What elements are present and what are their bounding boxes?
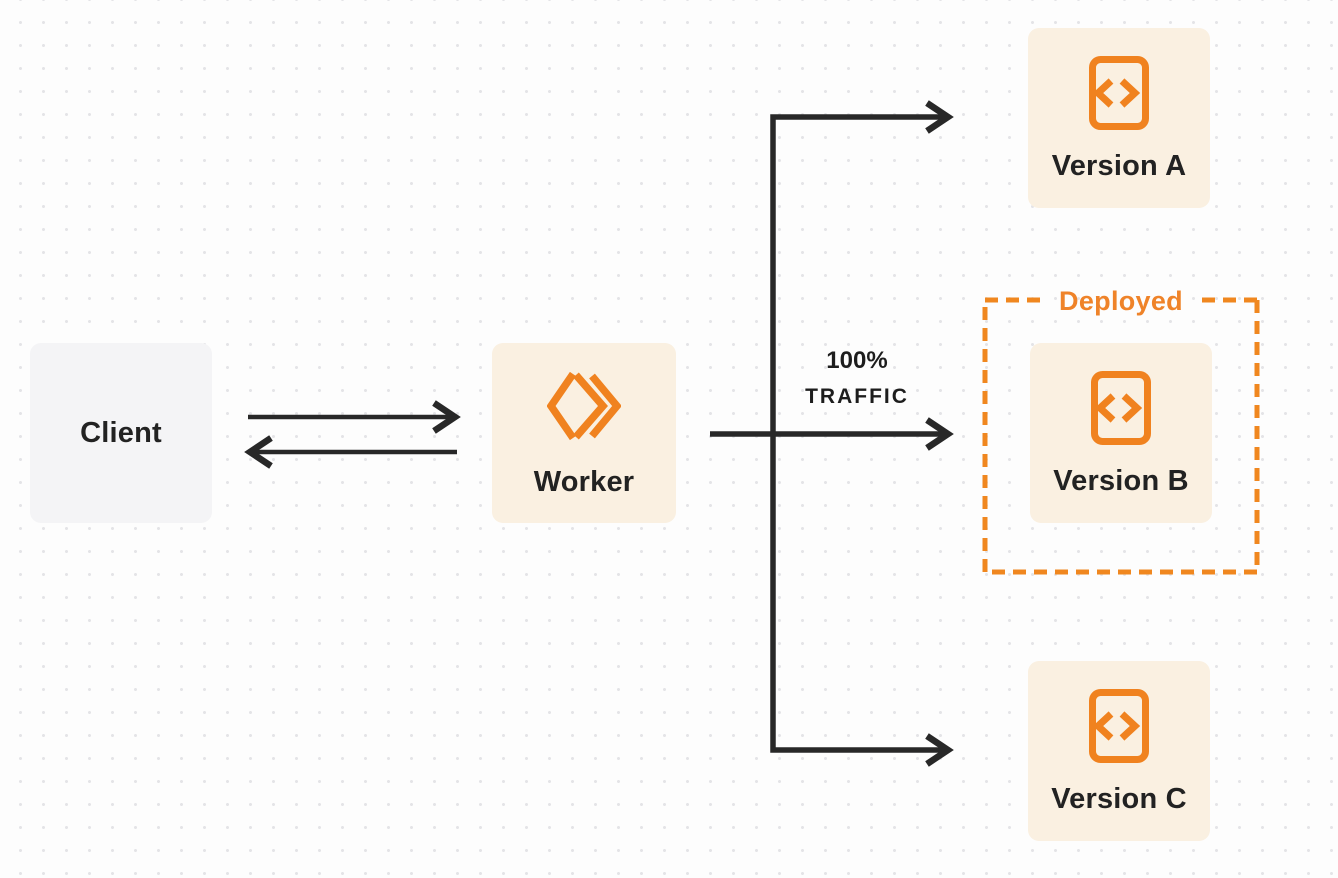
worker-node: Worker [492, 343, 676, 523]
version-b-node: Version B [1030, 343, 1212, 523]
version-a-arrowhead [925, 100, 954, 134]
version-b-label: Version B [1053, 465, 1189, 497]
traffic-annotation: 100% TRAFFIC [786, 347, 928, 408]
code-file-icon [1089, 56, 1149, 130]
version-a-label: Version A [1051, 150, 1187, 182]
version-c-arrowhead [925, 733, 954, 767]
cloudflare-workers-icon [546, 371, 622, 442]
client-label: Client [80, 416, 162, 449]
version-c-node: Version C [1028, 661, 1210, 841]
code-file-icon [1091, 371, 1151, 445]
client-to-worker-arrowhead [432, 400, 461, 434]
version-a-node: Version A [1028, 28, 1210, 208]
client-node: Client [30, 343, 212, 523]
traffic-percent-text: 100% [826, 347, 888, 374]
deployed-badge-label: Deployed [1059, 286, 1183, 316]
version-b-arrowhead [925, 417, 954, 451]
version-c-label: Version C [1051, 783, 1187, 815]
worker-label: Worker [533, 466, 635, 498]
code-file-icon [1089, 689, 1149, 763]
branch-trunk [770, 114, 944, 753]
traffic-word-text: TRAFFIC [805, 385, 909, 408]
worker-to-client-arrowhead [244, 435, 273, 469]
